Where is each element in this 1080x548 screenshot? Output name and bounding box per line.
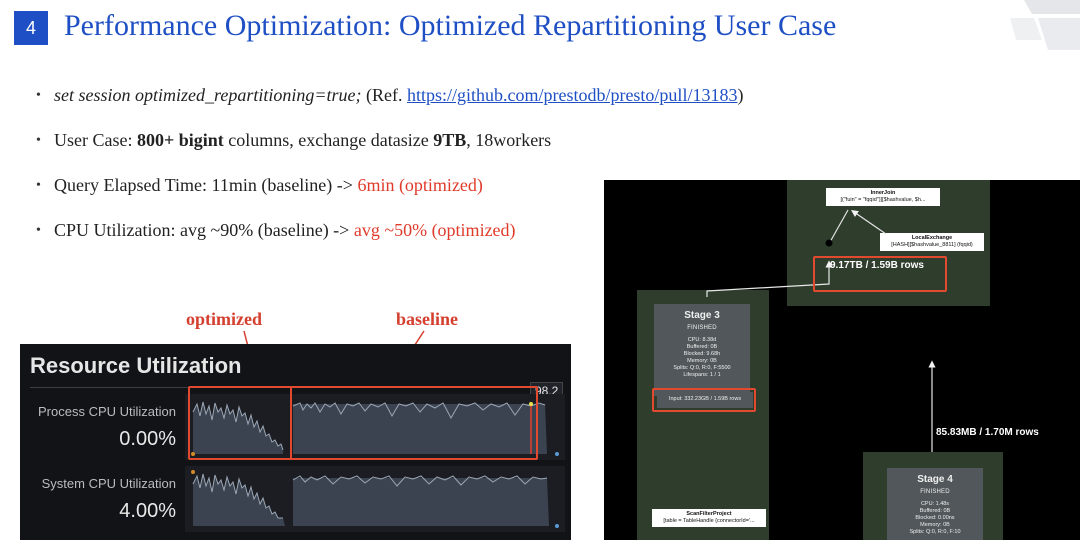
stage-title: Stage 4 (917, 474, 953, 485)
exchange-point (928, 348, 936, 356)
stat-memory: Memory: 0B (920, 522, 950, 528)
column-count: 800+ bigint (136, 130, 224, 150)
system-cpu-sparkline[interactable] (185, 466, 565, 532)
join-exchange-edge (829, 209, 849, 243)
metric-label: Process CPU Utilization (38, 404, 176, 419)
stage-stats: CPU: 1.48s Buffered: 0B Blocked: 0.00ns … (887, 501, 983, 536)
exchange-size-highlight (813, 256, 947, 292)
metric-value: 4.00% (119, 500, 176, 522)
user-case-text: columns, exchange datasize (228, 130, 429, 150)
metric-value: 0.00% (119, 428, 176, 450)
corner-logo-icon (1010, 0, 1080, 50)
node-detail: [table = TableHandle {connectorId='... (663, 518, 755, 524)
exchange-datasize: 9TB (433, 130, 467, 150)
resource-utilization-panel: Resource Utilization 98.2 Process CPU Ut… (20, 344, 571, 540)
bullet-list: set session optimized_repartitioning=tru… (36, 84, 796, 242)
baseline-highlight (290, 386, 538, 460)
stat-lifespans: Lifespans: 1 / 1 (683, 372, 721, 378)
optimized-annotation: optimized (186, 309, 262, 329)
system-cpu-metric: System CPU Utilization 4.00% (20, 466, 571, 532)
node-title: InnerJoin (870, 190, 896, 196)
slide-number: 4 (14, 11, 48, 45)
stat-blocked: Blocked: 0.00ns (915, 515, 955, 521)
stage-edges (706, 209, 936, 452)
panel-title: Resource Utilization (30, 353, 242, 378)
node-detail: [("fuin" = "fqqid")][$hashvalue, $h... (840, 197, 926, 203)
join-point (825, 239, 833, 247)
stat-blocked: Blocked: 9.68h (683, 351, 721, 357)
baseline-annotation: baseline (396, 309, 459, 329)
node-detail: [HASH][$hashvalue_8811] (fqqid) (891, 242, 973, 248)
stat-buffered: Buffered: 0B (686, 344, 718, 350)
stage3-edge (706, 260, 833, 297)
cpu-optimized: avg ~50% (optimized) (353, 220, 516, 240)
stage-stats: CPU: 8.38d Buffered: 0B Blocked: 9.68h M… (654, 337, 750, 379)
node-title: LocalExchange (911, 235, 953, 241)
stage4-card[interactable]: Stage 4 FINISHED CPU: 1.48s Buffered: 0B… (887, 468, 983, 540)
inner-join-node[interactable]: InnerJoin [("fuin" = "fqqid")][$hashvalu… (826, 188, 940, 206)
stage3-card[interactable]: Stage 3 FINISHED CPU: 8.38d Buffered: 0B… (654, 304, 750, 396)
pull-request-link[interactable]: https://github.com/prestodb/presto/pull/… (406, 85, 738, 105)
query-stage-graph: InnerJoin [("fuin" = "fqqid")][$hashvalu… (604, 180, 1080, 540)
scan-filter-node[interactable]: ScanFilterProject [table = TableHandle {… (652, 509, 766, 527)
stage-input-highlight (652, 388, 756, 412)
local-exchange-node[interactable]: LocalExchange [HASH][$hashvalue_8811] (f… (880, 233, 984, 251)
slide-title: Performance Optimization: Optimized Repa… (64, 9, 837, 42)
stage-input: Input: 332.23GB / 1.59B rows (668, 396, 742, 402)
ref-suffix: ) (737, 85, 744, 105)
local-exchange-edge (851, 209, 887, 235)
elapsed-optimized: 6min (optimized) (357, 175, 483, 195)
stage3-input-card: Input: 332.23GB / 1.59B rows (657, 392, 753, 408)
elapsed-baseline: Query Elapsed Time: 11min (baseline) -> (54, 175, 353, 195)
process-cpu-metric: Process CPU Utilization 0.00% (20, 394, 571, 460)
node-title: ScanFilterProject (686, 511, 732, 517)
stage-title: Stage 3 (684, 310, 720, 321)
stat-splits: Splits: Q:0, R:0, F:5500 (673, 365, 731, 371)
stage-state: FINISHED (920, 489, 950, 495)
stat-buffered: Buffered: 0B (919, 508, 951, 514)
stat-cpu: CPU: 1.48s (920, 501, 950, 507)
optimized-highlight (188, 386, 292, 460)
cpu-baseline: CPU Utilization: avg ~90% (baseline) -> (54, 220, 350, 240)
process-cpu-sparkline[interactable] (185, 394, 565, 460)
stat-memory: Memory: 0B (687, 358, 717, 364)
bullet-elapsed-time: Query Elapsed Time: 11min (baseline) -> … (36, 174, 796, 197)
bullet-session-setting: set session optimized_repartitioning=tru… (36, 84, 796, 107)
session-command: set session optimized_repartitioning=tru… (54, 85, 362, 105)
stage-state: FINISHED (687, 325, 717, 331)
ref-prefix: (Ref. (365, 85, 403, 105)
exchange-rows-top: 9.17TB / 1.59B rows (830, 260, 924, 271)
exchange-rows-right: 85.83MB / 1.70M rows (936, 427, 1039, 438)
bullet-user-case: User Case: 800+ bigint columns, exchange… (36, 129, 796, 152)
bullet-cpu-utilization: CPU Utilization: avg ~90% (baseline) -> … (36, 219, 796, 242)
user-case-label: User Case: (54, 130, 133, 150)
stat-splits: Splits: Q:0, R:0, F:10 (909, 529, 961, 535)
stat-cpu: CPU: 8.38d (687, 337, 717, 343)
metric-label: System CPU Utilization (41, 476, 176, 491)
worker-count: , 18workers (466, 130, 552, 150)
